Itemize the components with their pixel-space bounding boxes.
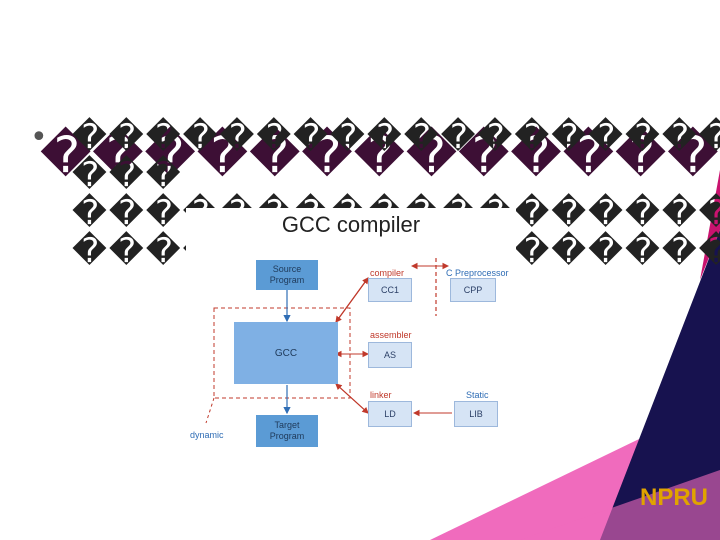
diagram-title: GCC compiler xyxy=(281,212,421,237)
cc1-box: CC1 xyxy=(368,278,412,302)
compiler-label: compiler xyxy=(370,268,405,278)
gcc-box: GCC xyxy=(234,322,338,384)
as-box: AS xyxy=(368,342,412,368)
bullet-marker: • xyxy=(30,120,48,155)
diagram-connectors xyxy=(205,258,452,424)
lib-box: LIB xyxy=(454,401,498,427)
linker-label: linker xyxy=(370,390,392,400)
source-program-box: Source Program xyxy=(256,260,318,290)
cpp-box: CPP xyxy=(450,278,496,302)
npru-logo: NPRU xyxy=(640,484,709,511)
body-line-2: ��� xyxy=(72,155,183,195)
assembler-label: assembler xyxy=(370,330,412,340)
title-line-1: ������������������ xyxy=(40,126,720,184)
c-preprocessor-label: C Preprocessor xyxy=(446,268,509,278)
gcc-compiler-diagram: GCC compiler xyxy=(186,208,516,458)
body-line-1: ���������������������� xyxy=(72,117,720,157)
dynamic-label: dynamic xyxy=(190,430,224,440)
target-program-box: Target Program xyxy=(256,415,318,447)
ld-box: LD xyxy=(368,401,412,427)
static-label: Static xyxy=(466,390,489,400)
